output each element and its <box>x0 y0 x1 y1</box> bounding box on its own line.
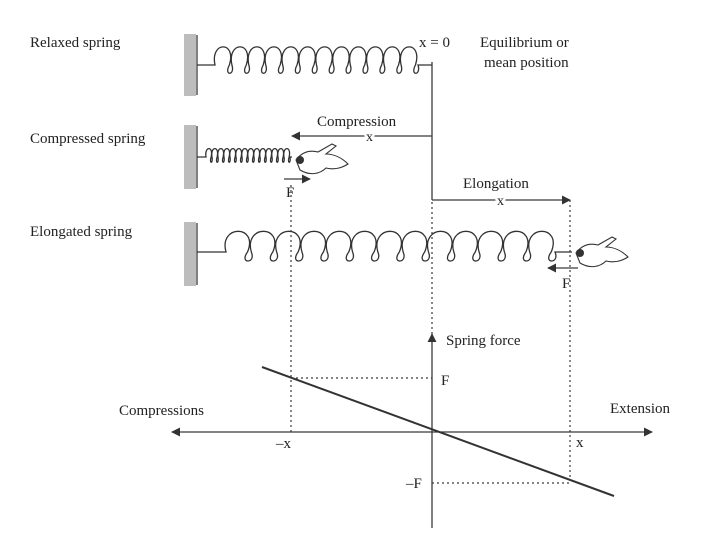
compressed-spring-label: Compressed spring <box>30 131 146 147</box>
compression-label: Compression <box>317 114 397 130</box>
positive-x-tick: x <box>576 435 584 451</box>
extension-label: Extension <box>610 401 670 417</box>
relaxed-spring-label: Relaxed spring <box>30 35 121 51</box>
y-axis-label: Spring force <box>446 333 521 349</box>
elongation-label: Elongation <box>463 176 529 192</box>
negative-x-tick: –x <box>275 436 292 452</box>
elongated-wall <box>184 222 196 286</box>
compressed-wall <box>184 125 196 189</box>
x-zero-label: x = 0 <box>419 35 450 51</box>
equilibrium-label: Equilibrium or <box>480 35 569 51</box>
pulling-hand-icon <box>575 236 629 268</box>
mean-position-label: mean position <box>484 55 569 71</box>
negative-force-tick: –F <box>405 476 422 492</box>
positive-force-tick: F <box>441 373 449 389</box>
compressions-label: Compressions <box>119 403 204 419</box>
elongated-spring-coil <box>197 230 572 262</box>
elongation-force-label: F <box>562 276 570 292</box>
elongated-spring-label: Elongated spring <box>30 224 133 240</box>
compression-force-label: F <box>286 185 294 201</box>
compressed-spring-coil <box>197 147 292 163</box>
compressing-hand-icon <box>295 143 349 175</box>
force-line <box>261 366 615 497</box>
compression-x-label: x <box>366 130 373 145</box>
elongation-x-label: x <box>497 194 504 209</box>
relaxed-wall <box>184 34 196 96</box>
relaxed-spring-coil <box>197 46 432 74</box>
